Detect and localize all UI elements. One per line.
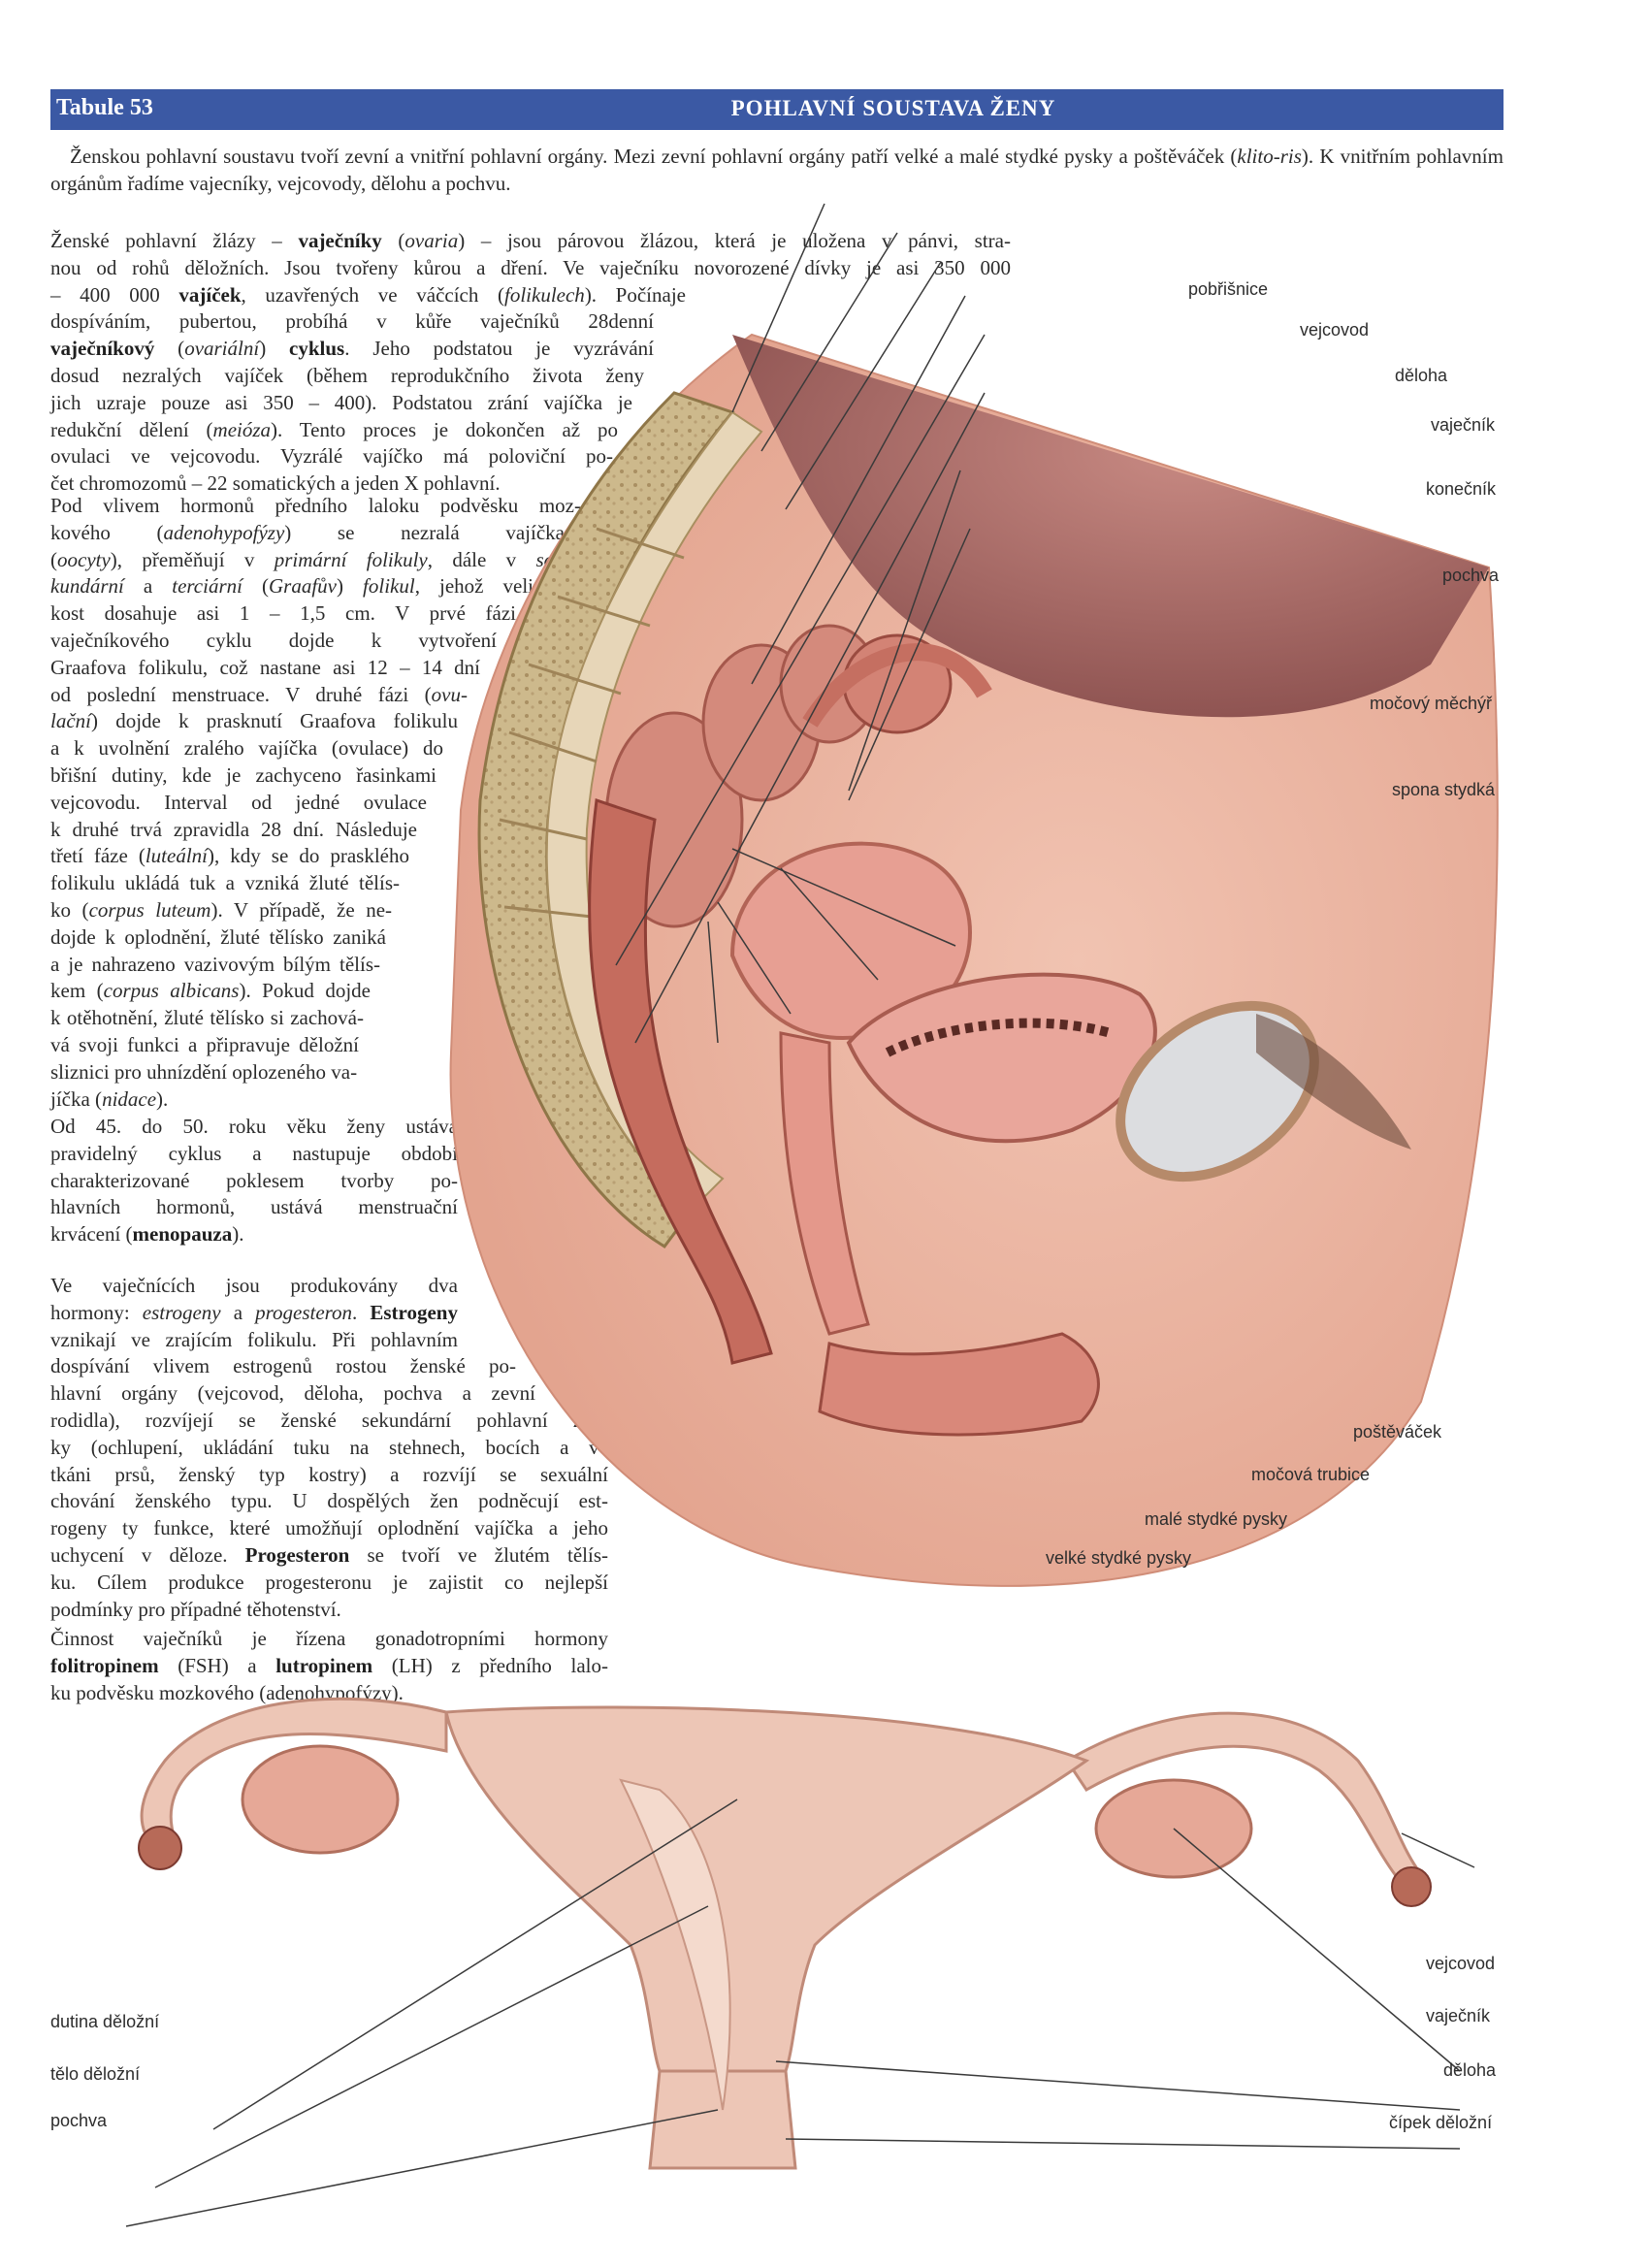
- text-line: k druhé trvá zpravidla 28 dní. Následuje: [50, 817, 417, 841]
- uterus-body: [444, 1705, 1090, 2073]
- intro-text-1: Ženskou pohlavní soustavu tvoří zevní a …: [70, 145, 1238, 168]
- text-line: a je nahrazeno vazivovým bílým tělís-: [50, 952, 380, 976]
- figure1-label: vejcovod: [1300, 320, 1370, 340]
- text-line: třetí fáze (luteální), kdy se do prasklé…: [50, 844, 409, 868]
- text-line: tkáni prsů, ženský typ kostry) a rozvíjí…: [50, 1462, 608, 1486]
- text-line: vznikají ve zrajícím folikulu. Při pohla…: [50, 1327, 458, 1351]
- text-line: kost dosahuje asi 1 – 1,5 cm. V prvé fáz…: [50, 601, 516, 626]
- figure1-label: močová trubice: [1251, 1465, 1371, 1484]
- figure1-label: poštěváček: [1353, 1422, 1442, 1442]
- figure1-label: děloha: [1395, 366, 1448, 385]
- rectum: [588, 797, 773, 1365]
- text-line: čet chromozomů – 22 somatických a jeden …: [50, 471, 501, 496]
- text-line: lační) dojde k prasknutí Graafova foliku…: [50, 709, 458, 733]
- text-line: Pod vlivem hormonů předního laloku podvě…: [50, 494, 581, 517]
- table-number: Tabule 53: [56, 95, 153, 120]
- text-line: Od 45. do 50. roku věku ženy ustává: [50, 1115, 458, 1138]
- text-line: ovulaci ve vejcovodu. Vyzrálé vajíčko má…: [50, 444, 613, 469]
- text-line: jíčka (nidace).: [50, 1086, 169, 1111]
- text-line: uchycení v děloze. Progesteron se tvoří …: [50, 1543, 608, 1567]
- intro-italic-2: ris: [1279, 145, 1302, 168]
- figure1-label: konečník: [1426, 479, 1497, 499]
- text-line: Ženské pohlavní žlázy – vaječníky (ovari…: [50, 229, 1011, 252]
- text-line: od poslední menstruace. V druhé fázi (ov…: [50, 682, 468, 706]
- text-line: ku. Cílem produkce progesteronu je zajis…: [50, 1570, 608, 1594]
- figure1-label: močový měchýř: [1370, 694, 1493, 713]
- vagina: [779, 1031, 870, 1336]
- text-line: redukční dělení (meióza). Tento proces j…: [50, 417, 618, 441]
- text-line: hlavních hormonů, ustává menstruační: [50, 1195, 458, 1219]
- text-line: dospíváním, pubertou, probíhá v kůře vaj…: [50, 309, 654, 334]
- text-line: vaječníkový (ovariální) cyklus. Jeho pod…: [50, 337, 655, 361]
- text-line: Graafova folikulu, což nastane asi 12 – …: [50, 655, 480, 679]
- text-line: podmínky pro případné těhotenství.: [50, 1597, 341, 1621]
- figure1-label: vaječník: [1431, 415, 1496, 435]
- text-line: kundární a terciární (Graafův) folikul, …: [50, 574, 541, 599]
- text-line: břišní dutiny, kde je zachyceno řasinkam…: [50, 763, 436, 787]
- text-line: vejcovodu. Interval od jedné ovulace: [50, 790, 427, 814]
- text-line: krvácení (menopauza).: [50, 1222, 244, 1247]
- text-line: charakterizované poklesem tvorby po-: [50, 1168, 458, 1192]
- text-line: – 400 000 vajíček, uzavřených ve váčcích…: [50, 282, 686, 307]
- page-title: POHLAVNÍ SOUSTAVA ŽENY: [730, 96, 1056, 120]
- abdominal-cavity: [732, 335, 1489, 718]
- text-line: k otěhotnění, žluté tělísko si zachová-: [50, 1006, 364, 1030]
- figure2-label: čípek děložní: [1389, 2113, 1493, 2132]
- text-line: dojde k oplodnění, žluté tělísko zaniká: [50, 924, 386, 949]
- figure1-label: malé stydké pysky: [1145, 1509, 1288, 1529]
- frontal-uterus-figure: [125, 1697, 1475, 2227]
- cervix: [648, 2069, 797, 2170]
- left-ovary: [241, 1744, 400, 1855]
- sagittal-section-figure: [449, 203, 1499, 1587]
- figure1-label: velké stydké pysky: [1046, 1548, 1192, 1568]
- figure2-label: vaječník: [1426, 2006, 1491, 2025]
- intro-text-2: ). K vnitřním pohlavním orgánům řadíme v…: [50, 145, 1504, 195]
- intro-italic-1: klito-: [1237, 145, 1280, 168]
- figure1-label: pochva: [1442, 566, 1500, 585]
- figure1-label: pobřišnice: [1188, 279, 1269, 299]
- text-line: sliznici pro uhnízdění oplozeného va-: [50, 1059, 358, 1084]
- text-line: Ve vaječnících jsou produkovány dva: [50, 1274, 458, 1297]
- intro-paragraph: Ženskou pohlavní soustavu tvoří zevní a …: [50, 144, 1504, 198]
- text-line: hlavní orgány (vejcovod, děloha, pochva …: [50, 1381, 535, 1406]
- figure2-label: dutina děložní: [50, 2012, 160, 2031]
- text-line: kem (corpus albicans). Pokud dojde: [50, 979, 371, 1003]
- figure2-label: tělo děložní: [50, 2064, 141, 2084]
- text-line: rogeny ty funkce, které umožňují oplodně…: [50, 1516, 608, 1540]
- labia: [818, 1332, 1100, 1437]
- text-line: folitropinem (FSH) a lutropinem (LH) z p…: [50, 1653, 608, 1677]
- text-line: jich uzraje pouze asi 350 – 400). Podsta…: [50, 390, 632, 414]
- text-line: nou od rohů děložních. Jsou tvořeny kůro…: [50, 255, 1011, 279]
- text-line: hormony: estrogeny a progesteron. Estrog…: [50, 1300, 458, 1324]
- text-line: Činnost vaječníků je řízena gonadotropní…: [50, 1627, 608, 1650]
- figure2-label: pochva: [50, 2111, 108, 2130]
- text-line: vaječníkového cyklu dojde k vytvoření: [50, 629, 497, 652]
- figure2-label: děloha: [1443, 2060, 1497, 2080]
- uterus: [729, 841, 972, 1040]
- text-line: ko (corpus luteum). V případě, že ne-: [50, 898, 393, 922]
- text-line: folikulu ukládá tuk a vzniká žluté tělís…: [50, 871, 400, 895]
- figure1-label: spona stydká: [1392, 780, 1496, 799]
- text-line: dosud nezralých vajíček (během reprodukč…: [50, 364, 644, 387]
- figure2-label: vejcovod: [1426, 1954, 1496, 1973]
- text-line: vá svoji funkci a připravuje děložní: [50, 1033, 359, 1056]
- text-line: pravidelný cyklus a nastupuje období: [50, 1141, 458, 1165]
- text-line: a k uvolnění zralého vajíčka (ovulace) d…: [50, 736, 443, 761]
- page-header: Tabule 53 POHLAVNÍ SOUSTAVA ŽENY: [50, 89, 1504, 130]
- text-line: rodidla), rozvíjejí se ženské sekundární…: [50, 1409, 608, 1432]
- text-line: kového (adenohypofýzy) se nezralá vajíčk…: [50, 520, 565, 544]
- text-line: dospívání vlivem estrogenů rostou ženské…: [50, 1354, 516, 1378]
- text-line: chování ženského typu. U dospělých žen p…: [50, 1489, 608, 1513]
- text-line: ky (ochlupení, ukládání tuku na stehnech…: [50, 1435, 608, 1459]
